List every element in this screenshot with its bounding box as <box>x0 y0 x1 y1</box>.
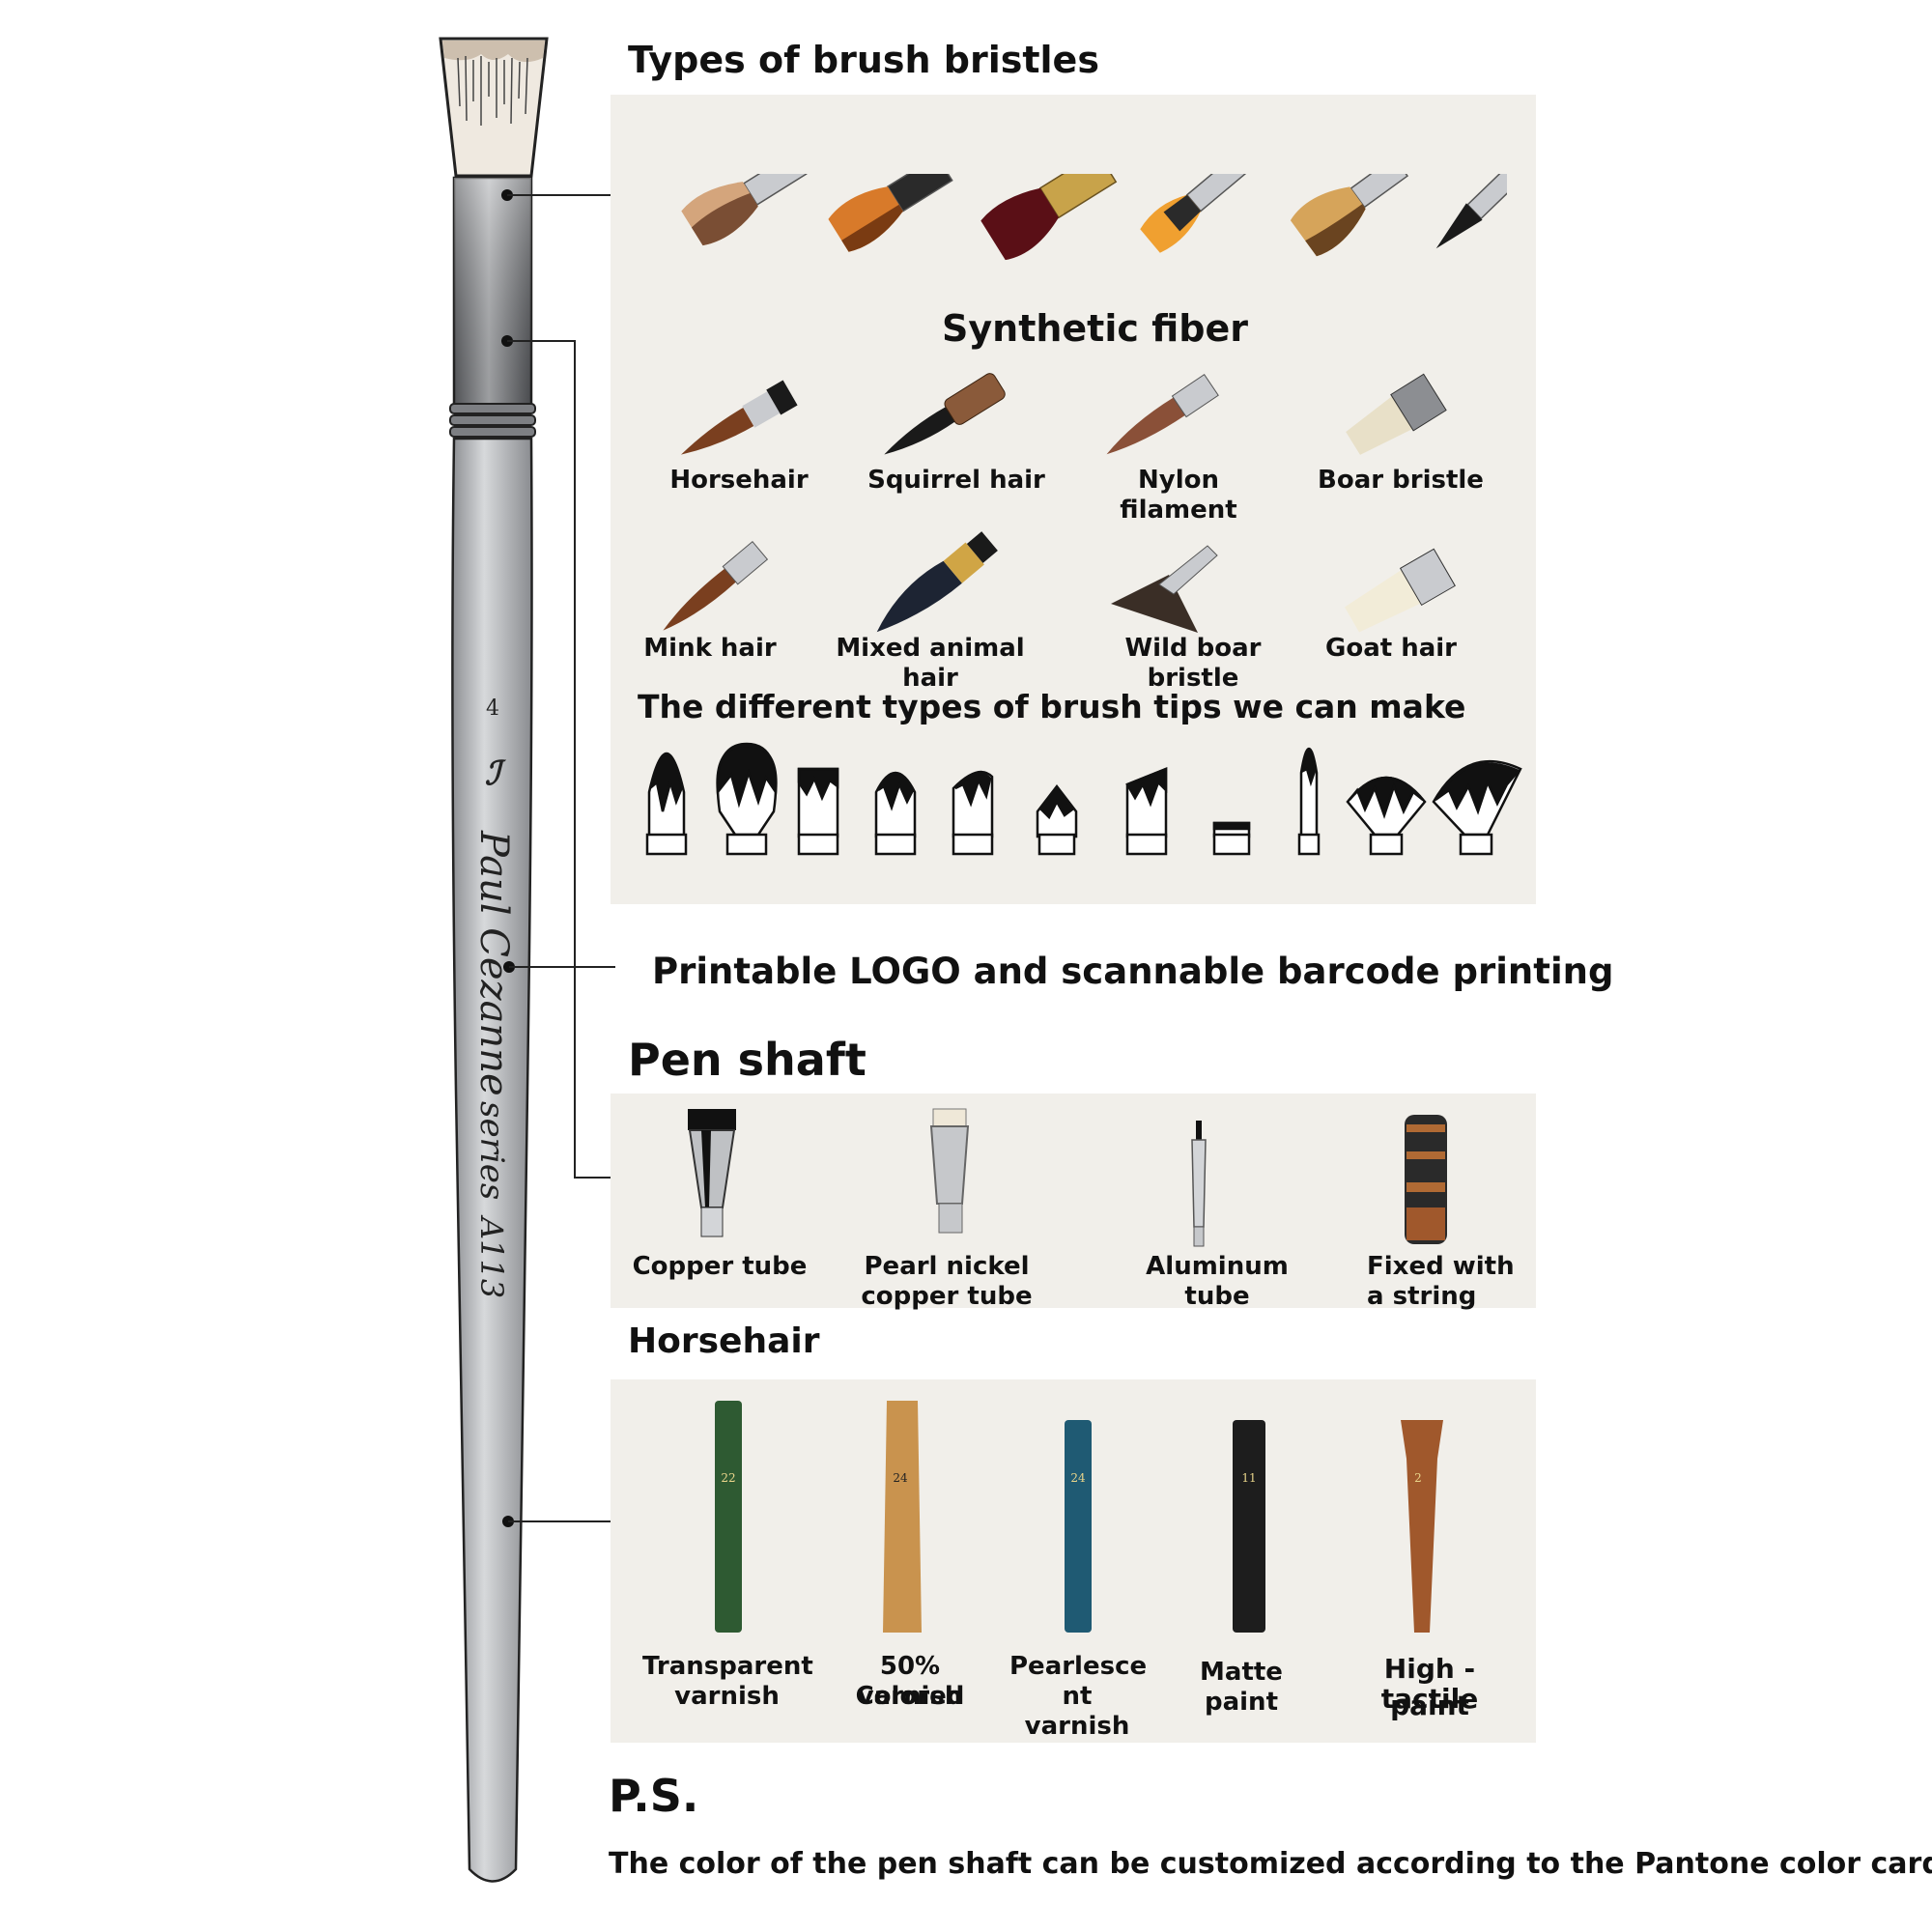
connector-line-2a <box>507 340 575 342</box>
brush-size-number: 4 <box>486 696 499 721</box>
finish-handle-body <box>715 1401 742 1633</box>
tip-short-flat <box>1212 821 1251 856</box>
synthetic-fiber-title: Synthetic fiber <box>942 307 1249 350</box>
shaft-label-fixed-with: Fixed with <box>1367 1252 1515 1281</box>
shaft-label-copper-tube: Copper tube <box>632 1252 808 1281</box>
bristle-types-title: Types of brush bristles <box>628 39 1099 81</box>
aluminum-tube-image <box>1191 1121 1207 1247</box>
pen-shaft-images <box>688 1108 1447 1247</box>
finish-handle-1: 22 <box>715 1401 742 1633</box>
finish-label-transparent-2: varnish <box>674 1682 780 1711</box>
tip-oval-large <box>716 742 778 856</box>
brush-model-text: A113 <box>473 1214 510 1298</box>
tip-fan-small <box>1346 776 1427 856</box>
finish-handle-body <box>1233 1420 1265 1633</box>
connector-line-4 <box>508 1520 611 1522</box>
finish-label-colored: 50% Colored <box>855 1652 965 1711</box>
ps-title: P.S. <box>609 1770 699 1822</box>
bristle-label-squirrel-hair: Squirrel hair <box>867 466 1045 495</box>
finish-label-matte: Matte paint <box>1200 1658 1283 1717</box>
finish-handle-body <box>883 1401 922 1633</box>
connector-line-3 <box>509 966 615 968</box>
bristle-label-goat-hair: Goat hair <box>1324 634 1458 663</box>
mink-hair-brush-image <box>663 540 769 631</box>
synthetic-brush-3 <box>980 174 1118 261</box>
bristle-label-horsehair: Horsehair <box>669 466 809 495</box>
brush-tips-title: The different types of brush tips we can… <box>638 688 1466 725</box>
finish-label-pearlescent: Pearlesce <box>1009 1652 1148 1681</box>
finish-label-pearlescent-2: nt varnish <box>1024 1682 1130 1741</box>
copper-tube-image <box>688 1109 736 1237</box>
synthetic-brush-2 <box>828 174 953 252</box>
ferrule <box>449 176 536 438</box>
bristle-label-nylon-filament: Nylon filament <box>1120 466 1237 525</box>
finish-label-tactile-2: paint <box>1390 1690 1469 1721</box>
fixed-with-string-image <box>1405 1115 1447 1244</box>
synthetic-brush-5 <box>1290 174 1409 257</box>
squirrel-hair-brush-image <box>884 373 1006 455</box>
finish-handle-3: 24 <box>1065 1420 1092 1633</box>
synthetic-brush-1 <box>681 174 808 246</box>
logo-printing-text: Printable LOGO and scannable barcode pri… <box>652 951 1614 992</box>
finish-handle-number: 11 <box>1241 1471 1256 1485</box>
synthetic-brush-4 <box>1140 174 1246 253</box>
shaft-label-fixed-with-2: a string <box>1367 1282 1477 1311</box>
nylon-filament-brush-image <box>1106 373 1219 455</box>
bristle-row2-images <box>663 531 1456 633</box>
finish-label-colored-2: varnish <box>857 1682 963 1711</box>
finish-handle-body <box>1401 1420 1443 1633</box>
tip-fan-angled <box>1432 759 1522 856</box>
finish-handle-5: 2 <box>1401 1420 1443 1633</box>
horsehair-brush-image <box>681 380 798 455</box>
finish-label-tactile: High - tactile <box>1380 1653 1479 1715</box>
bristle-label-wild-boar-bristle: Wild boar bristle <box>1124 634 1262 693</box>
bristle-label-mink-hair: Mink hair <box>643 634 777 663</box>
pearl-nickel-copper-tube-image <box>929 1108 970 1234</box>
finish-handle-number: 24 <box>893 1471 908 1485</box>
pen-shaft-panel <box>611 1094 1536 1308</box>
bristle-row1-images <box>681 373 1447 455</box>
tip-cat-tongue <box>1036 783 1078 856</box>
bristle-label-boar-bristle: Boar bristle <box>1318 466 1484 495</box>
finish-label-transparent: Transparent <box>642 1652 813 1681</box>
connector-line-2b <box>574 340 576 1178</box>
finish-handle-4: 11 <box>1233 1420 1265 1633</box>
tip-angle-flat <box>1125 767 1168 856</box>
bristle-head <box>439 37 549 178</box>
finish-handle-number: 22 <box>721 1471 735 1485</box>
finish-handle-number: 2 <box>1414 1471 1422 1485</box>
finish-handles: 22 24 24 11 2 <box>715 1401 1443 1633</box>
synthetic-brush-6 <box>1435 174 1507 249</box>
tip-liner <box>1297 748 1321 856</box>
shaft-label-aluminum-tube: Aluminum tube <box>1146 1252 1289 1311</box>
synthetic-fiber-brushes <box>681 174 1507 261</box>
ps-note: The color of the pen shaft can be custom… <box>609 1847 1932 1881</box>
mixed-animal-hair-brush-image <box>876 531 998 633</box>
tip-angular-small <box>952 770 994 856</box>
connector-line-2c <box>574 1177 611 1179</box>
wild-boar-bristle-brush-image <box>1111 545 1218 633</box>
finish-handle-2: 24 <box>883 1401 922 1633</box>
brush-tip-shapes <box>645 742 1522 856</box>
shaft-label-pearl-nickel-2: copper tube <box>861 1282 1033 1311</box>
finish-handle-number: 24 <box>1070 1471 1086 1485</box>
main-brush-illustration: 4 ℐ Paul Cezanne series A113 <box>439 37 549 1883</box>
finish-handle-body <box>1065 1420 1092 1633</box>
boar-bristle-brush-image <box>1346 373 1447 455</box>
bristle-label-mixed-animal-hair: Mixed animal hair <box>836 634 1025 693</box>
tip-round-tall <box>645 752 688 856</box>
shaft-label-pearl-nickel: Pearl nickel <box>864 1252 1030 1281</box>
goat-hair-brush-image <box>1345 548 1456 633</box>
brush-series-text: series <box>472 1101 511 1200</box>
connector-line-1 <box>507 194 611 196</box>
pen-shaft-title: Pen shaft <box>628 1034 867 1086</box>
tip-flat <box>797 767 839 856</box>
horsehair-title: Horsehair <box>628 1321 820 1361</box>
tip-filbert <box>874 771 917 856</box>
